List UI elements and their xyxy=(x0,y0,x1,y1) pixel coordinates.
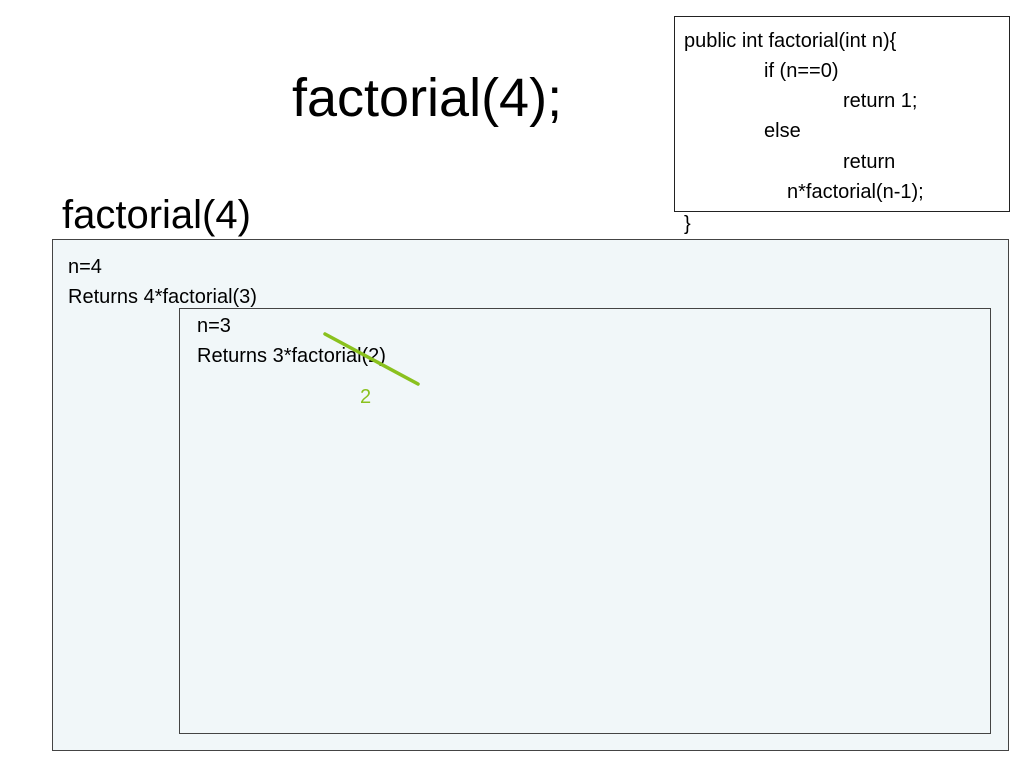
inner-frame-returns: Returns 3*factorial(2) xyxy=(197,345,386,367)
code-line-else: else xyxy=(764,120,801,142)
code-box xyxy=(674,16,1010,212)
code-line-if: if (n==0) xyxy=(764,60,839,82)
inner-frame-n-label: n=3 xyxy=(197,315,231,337)
code-line-recursive-call: n*factorial(n-1); xyxy=(787,181,924,203)
outer-frame-returns: Returns 4*factorial(3) xyxy=(68,286,257,308)
stack-frame-inner xyxy=(179,308,991,734)
slide-title: factorial(4); xyxy=(292,68,563,128)
code-line-return-one: return 1; xyxy=(843,90,918,112)
outer-frame-n-label: n=4 xyxy=(68,256,102,278)
code-line-signature: public int factorial(int n){ xyxy=(684,30,897,52)
code-line-return: return xyxy=(843,151,896,173)
result-annotation: 2 xyxy=(360,386,372,408)
code-line-closing-brace: } xyxy=(684,213,691,235)
call-label: factorial(4) xyxy=(62,193,251,237)
